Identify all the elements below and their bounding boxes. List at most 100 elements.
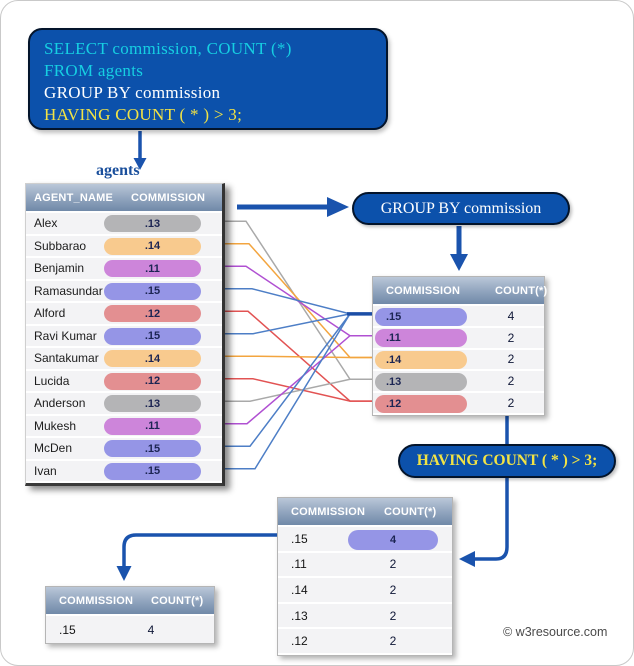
table-row: .13 2: [278, 603, 452, 630]
arrowhead-down-icon: [116, 566, 132, 581]
watermark-copyright: © w3resource.com: [503, 625, 608, 639]
table-row: .12 2: [278, 629, 452, 655]
commission-pill: .12: [104, 372, 201, 390]
commission-pill: .15: [375, 307, 467, 326]
table-row: .14 2: [373, 349, 544, 372]
commission-pill: .15: [104, 462, 201, 480]
count-cell: 2: [389, 608, 397, 623]
commission-cell: .11: [291, 557, 307, 572]
commission-pill: .11: [104, 260, 201, 277]
count-cell: 2: [507, 352, 515, 367]
count-cell: 4: [507, 308, 515, 323]
arrowhead-right-icon: [327, 197, 349, 217]
agent-name-cell: Ravi Kumar: [34, 328, 97, 343]
agent-name-cell: Ivan: [34, 463, 57, 478]
count-cell: 2: [507, 374, 515, 389]
commission-pill: .13: [104, 395, 201, 412]
count-cell: 4: [147, 622, 155, 637]
agent-name-cell: Alex: [34, 216, 58, 231]
table-row: Santakumar .14: [26, 348, 222, 371]
column-header: COUNT(*): [384, 505, 437, 518]
commission-pill: .12: [375, 394, 467, 413]
commission-cell: .13: [291, 608, 308, 623]
arrowhead-down-icon: [450, 254, 468, 271]
agent-name-cell: McDen: [34, 441, 73, 456]
table-row: .13 2: [373, 371, 544, 394]
arrowhead-left-icon: [459, 551, 475, 567]
table-row: .15 4: [373, 306, 544, 328]
commission-pill: .11: [104, 417, 201, 435]
commission-cell: .15: [291, 531, 308, 546]
commission-pill: .15: [104, 440, 201, 457]
agent-name-cell: Benjamin: [34, 261, 85, 276]
table-row: .15 4: [46, 616, 214, 643]
commission-pill: .15: [104, 327, 201, 345]
column-header: COMMISSION: [59, 594, 134, 607]
table-row: Ramasundar.15: [26, 280, 222, 303]
commission-pill: .11: [375, 329, 467, 348]
commission-cell: .15: [59, 622, 76, 637]
count-cell: 2: [389, 582, 397, 597]
agent-name-cell: Subbarao: [34, 238, 87, 253]
final-result-table: COMMISSION COUNT(*) .15 4: [45, 586, 215, 644]
commission-pill: .14: [375, 351, 467, 370]
arrowhead-down-icon: [133, 158, 147, 170]
table-row: .11 2: [278, 552, 452, 579]
commission-pill: .13: [104, 215, 201, 232]
table-row: Ravi Kumar .15: [26, 325, 222, 348]
commission-pill: .15: [104, 282, 201, 300]
having-table-body: .15 4 .11 2 .14 2 .13 2 .12 2: [278, 527, 452, 655]
table-row: .11 2: [373, 327, 544, 350]
having-table-header: COMMISSION COUNT(*): [278, 498, 452, 527]
column-header: COUNT(*): [495, 284, 548, 297]
having-label: HAVING COUNT ( * ) > 3;: [398, 444, 616, 478]
count-cell: 2: [389, 634, 397, 649]
commission-cell: .14: [291, 582, 308, 597]
agent-name-cell: Alford: [34, 306, 66, 321]
table-row: Ivan .15: [26, 460, 222, 483]
commission-cell: .12: [291, 634, 308, 649]
commission-pill: .13: [375, 372, 467, 391]
table-row: Mukesh.11: [26, 415, 222, 438]
agent-name-cell: Santakumar: [34, 351, 99, 366]
table-row: .12 2: [373, 393, 544, 415]
table-row: McDen .15: [26, 438, 222, 461]
table-row: Alford .12: [26, 303, 222, 326]
having-filter-table: COMMISSION COUNT(*) .15 4 .11 2 .14 2 .13 2 .12 2: [277, 497, 453, 656]
final-table-header: COMMISSION COUNT(*): [46, 587, 214, 616]
commission-pill: .14: [104, 237, 201, 255]
column-header: COUNT(*): [151, 594, 204, 607]
table-row: Alex .13: [26, 213, 222, 236]
flow-arrow-to-result: [122, 533, 277, 567]
agents-table-title: agents: [96, 162, 140, 179]
agent-name-cell: Anderson: [34, 396, 86, 411]
column-header: AGENT_NAME: [34, 191, 114, 204]
count-cell: 2: [507, 330, 515, 345]
sql-line: HAVING COUNT ( * ) > 3;: [44, 105, 243, 124]
agent-name-cell: Ramasundar: [34, 283, 103, 298]
grouped-table-body: .15 4 .11 2 .14 2 .13 2 .12 2: [373, 306, 544, 415]
table-row: Anderson .13: [26, 393, 222, 416]
group-link-line: [198, 355, 373, 359]
commission-pill: .12: [104, 305, 201, 322]
table-row: .14 2: [278, 578, 452, 604]
count-cell: 2: [507, 396, 515, 411]
commission-pill: .14: [104, 350, 201, 367]
column-header: COMMISSION: [291, 505, 366, 518]
count-cell: 2: [389, 557, 397, 572]
count-highlight-pill: 4: [348, 529, 438, 550]
table-row: Lucida.12: [26, 370, 222, 393]
sql-line: SELECT commission, COUNT (*): [44, 39, 292, 58]
sql-line: FROM agents: [44, 61, 144, 80]
table-row: Subbarao .14: [26, 235, 222, 258]
group-by-label: GROUP BY commission: [352, 192, 570, 225]
final-table-body: .15 4: [46, 616, 214, 643]
flow-arrow-having: [475, 412, 509, 561]
